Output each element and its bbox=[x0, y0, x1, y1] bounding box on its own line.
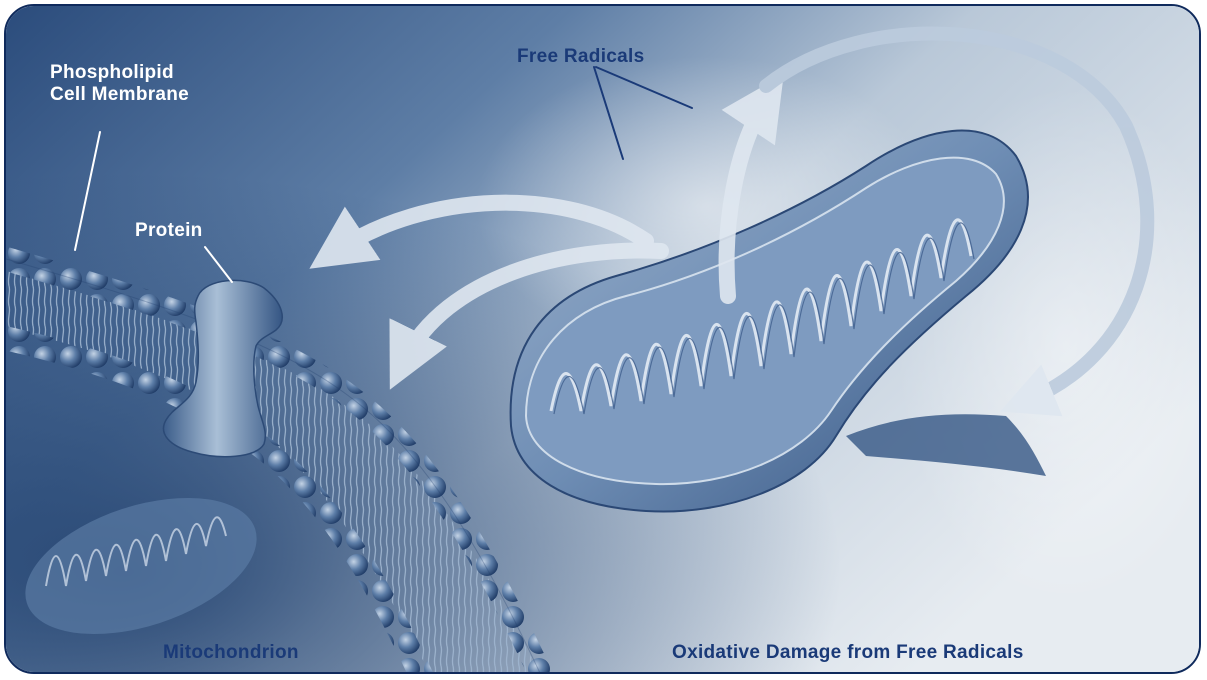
caption-label: Oxidative Damage from Free Radicals bbox=[672, 642, 1024, 664]
membrane-label: Phospholipid Cell Membrane bbox=[50, 62, 189, 106]
membrane-label-line2: Cell Membrane bbox=[50, 84, 189, 106]
illustration-frame: Phospholipid Cell Membrane Protein Free … bbox=[4, 4, 1201, 674]
protein-label: Protein bbox=[135, 220, 203, 242]
free-radicals-label: Free Radicals bbox=[517, 46, 644, 68]
membrane-label-line1: Phospholipid bbox=[50, 62, 189, 84]
mitochondrion-label: Mitochondrion bbox=[163, 642, 299, 664]
